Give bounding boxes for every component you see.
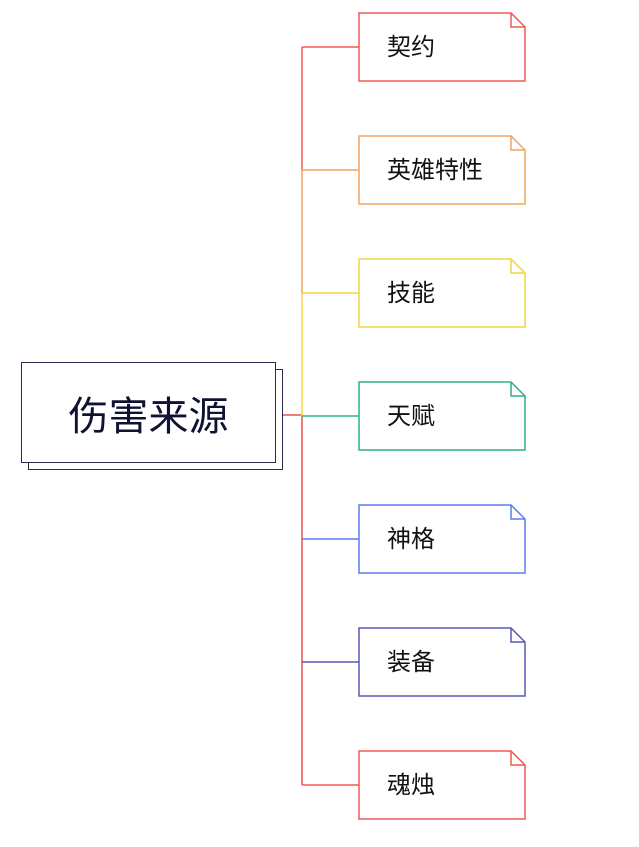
child-node[interactable]: 英雄特性 — [358, 135, 526, 205]
child-node[interactable]: 装备 — [358, 627, 526, 697]
note-shape-icon — [358, 258, 526, 328]
root-node[interactable]: 伤害来源 — [21, 362, 276, 463]
child-node[interactable]: 契约 — [358, 12, 526, 82]
note-shape-icon — [358, 504, 526, 574]
child-node[interactable]: 神格 — [358, 504, 526, 574]
child-label: 英雄特性 — [387, 156, 483, 184]
child-label: 契约 — [387, 33, 435, 61]
child-label: 神格 — [387, 525, 435, 553]
note-shape-icon — [358, 381, 526, 451]
child-label: 装备 — [387, 648, 435, 676]
child-label: 技能 — [387, 279, 435, 307]
child-node[interactable]: 魂烛 — [358, 750, 526, 820]
root-label: 伤害来源 — [68, 393, 229, 440]
child-label: 天赋 — [387, 402, 435, 430]
note-shape-icon — [358, 750, 526, 820]
note-shape-icon — [358, 627, 526, 697]
child-node[interactable]: 天赋 — [358, 381, 526, 451]
note-shape-icon — [358, 135, 526, 205]
child-label: 魂烛 — [387, 771, 435, 799]
note-shape-icon — [358, 12, 526, 82]
child-node[interactable]: 技能 — [358, 258, 526, 328]
